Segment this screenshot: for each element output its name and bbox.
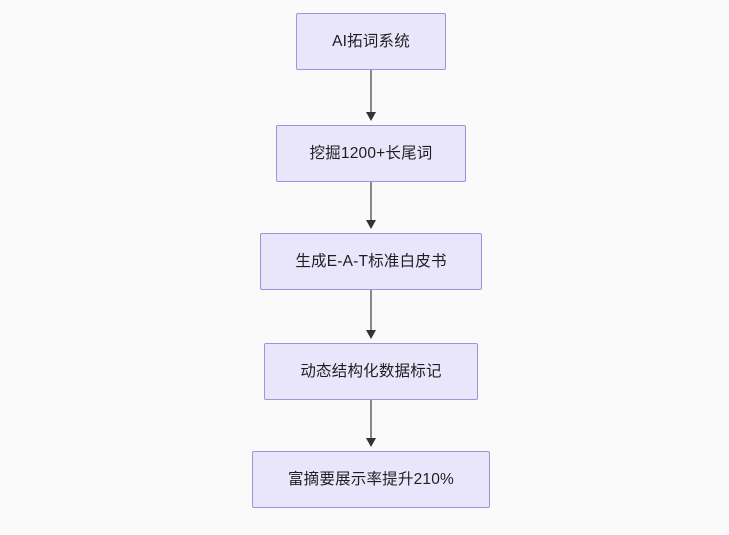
flowchart-node-longtail-keywords[interactable]: 挖掘1200+长尾词: [276, 125, 466, 182]
flowchart-node-label: 生成E-A-T标准白皮书: [295, 252, 447, 270]
edge-arrowhead-n4-n5: [365, 438, 376, 447]
flowchart-node-label: 挖掘1200+长尾词: [309, 144, 433, 162]
edge-line-n1-n2: [370, 70, 372, 117]
flowchart-node-label: 动态结构化数据标记: [300, 362, 442, 380]
edge-line-n2-n3: [370, 182, 372, 225]
edge-arrowhead-n3-n4: [365, 330, 376, 339]
flowchart-node-ai-keyword-system[interactable]: AI拓词系统: [296, 13, 446, 70]
edge-line-n4-n5: [370, 400, 372, 443]
flowchart-node-eat-whitepaper[interactable]: 生成E-A-T标准白皮书: [260, 233, 482, 290]
flowchart-node-label: AI拓词系统: [332, 32, 410, 50]
edge-arrowhead-n2-n3: [365, 220, 376, 229]
edge-line-n3-n4: [370, 290, 372, 335]
flowchart-node-structured-data-markup[interactable]: 动态结构化数据标记: [264, 343, 478, 400]
flowchart-node-label: 富摘要展示率提升210%: [287, 470, 455, 488]
flowchart-node-rich-snippet-result[interactable]: 富摘要展示率提升210%: [252, 451, 490, 508]
edge-arrowhead-n1-n2: [365, 112, 376, 121]
